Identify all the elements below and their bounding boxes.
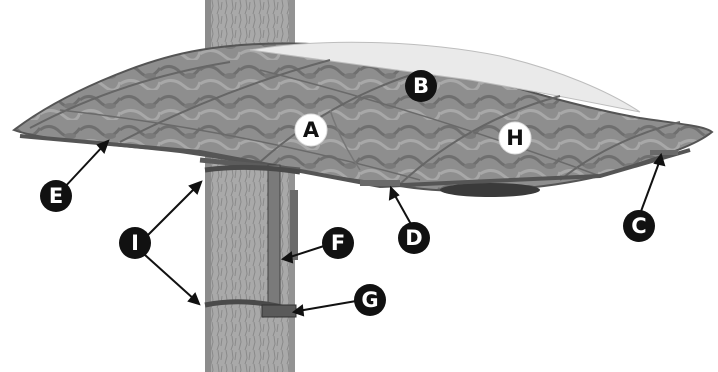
svg-text:D: D	[405, 226, 422, 250]
svg-text:G: G	[361, 288, 378, 312]
svg-text:H: H	[506, 126, 524, 150]
callout-b: B	[405, 70, 437, 102]
arrow-i-lower	[145, 255, 195, 300]
callout-a: A	[295, 114, 327, 146]
arrow-g	[298, 300, 362, 311]
callout-i: I	[119, 227, 151, 259]
arrow-i-upper	[145, 186, 197, 238]
svg-text:I: I	[131, 231, 139, 255]
svg-text:A: A	[303, 118, 320, 142]
callout-c: C	[623, 210, 655, 242]
svg-text:F: F	[331, 231, 345, 255]
callout-h: H	[499, 122, 531, 154]
svg-text:C: C	[631, 214, 646, 238]
svg-text:B: B	[413, 74, 429, 98]
svg-text:E: E	[49, 184, 63, 208]
callout-g: G	[354, 284, 386, 316]
callout-d: D	[398, 222, 430, 254]
arrow-e	[62, 145, 104, 190]
callout-f: F	[322, 227, 354, 259]
arrow-c	[640, 160, 660, 214]
callout-e: E	[40, 180, 72, 212]
